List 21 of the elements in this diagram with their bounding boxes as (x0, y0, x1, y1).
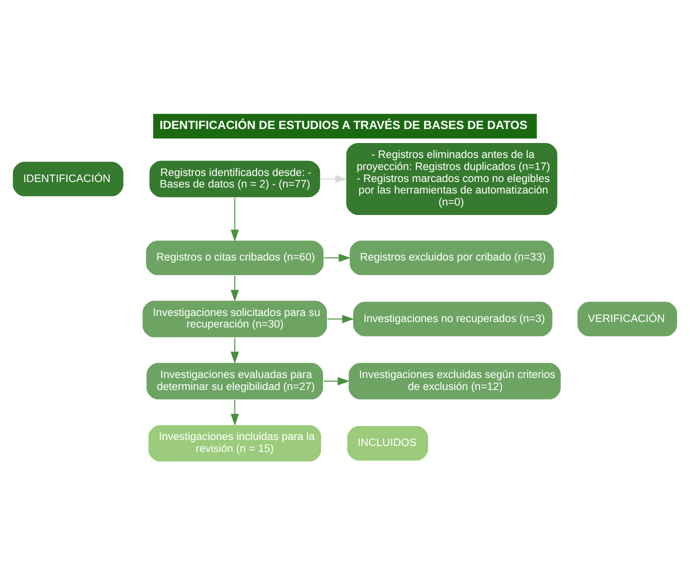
node-box: Investigaciones no recuperados (n=3) (352, 300, 554, 338)
node-box: Investigaciones excluidas según criterios de exclusión (n=12) (348, 362, 562, 400)
node-box: IDENTIFICACIÓN (12, 160, 124, 198)
node-box: Registros o citas cribados (n=60) (145, 240, 325, 276)
arrow (230, 275, 239, 302)
node-box: Investigaciones incluidas para la revisión (n = 15) (148, 424, 322, 463)
node-box: VERIFICACIÓN (576, 300, 678, 338)
node-box: Investigaciones evaluadas para determinar su elegibilidad (n=27) (146, 362, 324, 400)
node-box: INCLUIDOS (346, 425, 430, 462)
node-box: Registros identificados desde: - Bases de datos (n = 2) - (n=77) (148, 160, 322, 198)
node-box: Registros excluidos por cribado (n=33) (348, 240, 555, 276)
node-box: Investigaciones solicitados para su recuperación (n=30) (142, 300, 328, 338)
arrow (327, 314, 354, 324)
arrow (320, 174, 348, 184)
arrow (324, 254, 351, 262)
arrow (230, 338, 239, 364)
node-box: - Registros eliminados antes de la proyección: Registros duplicados (n=17) - Registros marcados como no elegibles por las herramientas de automatización (n=0) (345, 142, 558, 216)
arrow (323, 377, 350, 386)
diagram-title: IDENTIFICACIÓN DE ESTUDIOS A TRAVÉS DE BASES DE DATOS (160, 118, 528, 132)
arrow (230, 400, 239, 426)
arrow (230, 197, 239, 242)
